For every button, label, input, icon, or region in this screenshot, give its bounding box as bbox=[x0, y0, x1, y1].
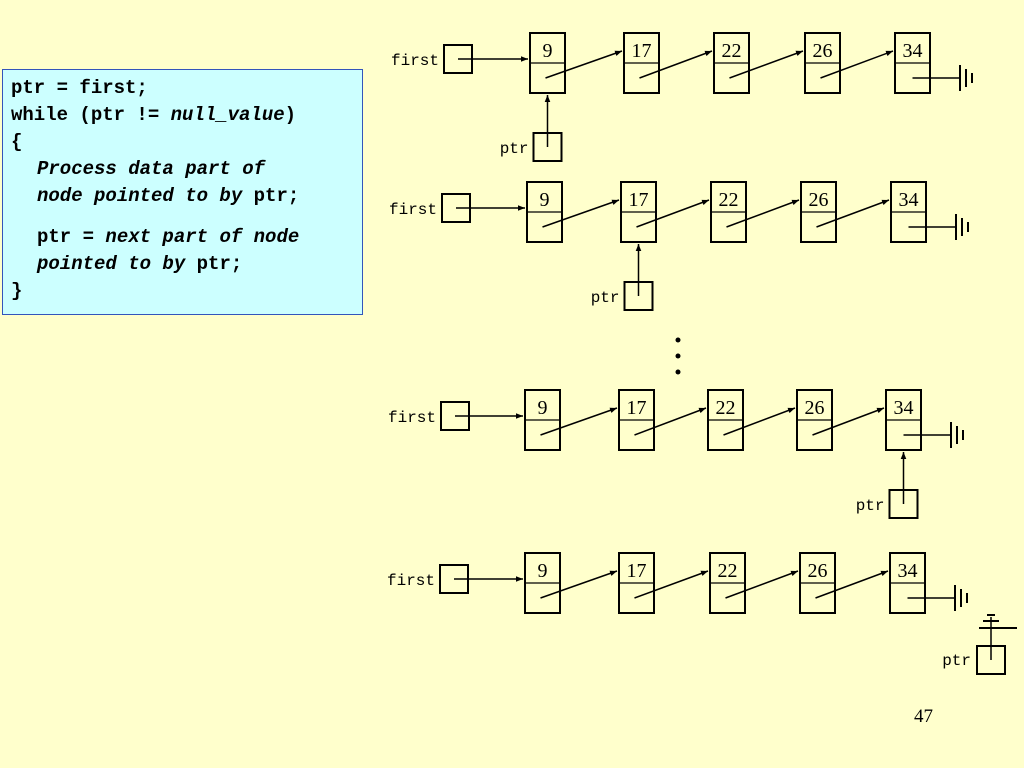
list-node: 26 bbox=[800, 181, 890, 243]
node-value: 9 bbox=[538, 397, 548, 419]
next-arrow bbox=[636, 199, 710, 228]
node-value: 26 bbox=[813, 40, 833, 62]
node-value: 9 bbox=[538, 560, 548, 582]
node-value: 34 bbox=[903, 40, 923, 62]
list-node: 34 bbox=[885, 389, 964, 451]
list-node: 9 bbox=[524, 552, 618, 614]
node-value: 17 bbox=[627, 560, 647, 582]
list-node: 22 bbox=[709, 552, 799, 614]
next-arrow bbox=[634, 407, 707, 436]
code-box: ptr = first; while (ptr != null_value) { Pr… bbox=[2, 69, 363, 315]
first-label: first bbox=[389, 201, 437, 219]
node-value: 22 bbox=[718, 560, 738, 582]
ptr-label: ptr bbox=[856, 497, 885, 515]
ptr-label: ptr bbox=[591, 289, 620, 307]
list-node: 17 bbox=[623, 32, 713, 94]
next-arrow bbox=[723, 407, 796, 436]
next-arrow bbox=[729, 50, 804, 79]
list-row-1: first 9 17 22 26 34 ptr bbox=[391, 32, 973, 162]
next-arrow bbox=[634, 570, 709, 599]
list-node: 26 bbox=[799, 552, 889, 614]
next-arrow bbox=[540, 407, 618, 436]
first-label: first bbox=[388, 409, 436, 427]
list-node: 26 bbox=[796, 389, 885, 451]
list-node: 17 bbox=[620, 181, 710, 243]
node-value: 26 bbox=[809, 189, 829, 211]
first-label: first bbox=[387, 572, 435, 590]
list-row-4: first 9 17 22 26 34 ptr bbox=[387, 552, 1017, 675]
node-value: 34 bbox=[898, 560, 918, 582]
node-value: 17 bbox=[629, 189, 649, 211]
ptr-label: ptr bbox=[500, 140, 529, 158]
list-node: 22 bbox=[710, 181, 800, 243]
node-value: 22 bbox=[722, 40, 742, 62]
node-value: 26 bbox=[805, 397, 825, 419]
node-value: 34 bbox=[899, 189, 919, 211]
ellipsis-text: ... bbox=[0, 0, 2, 1]
next-arrow bbox=[815, 570, 889, 599]
code-line-2: while (ptr != null_value) bbox=[11, 104, 297, 126]
code-line-4: Process data part of bbox=[37, 158, 266, 180]
list-node: 22 bbox=[707, 389, 796, 451]
next-arrow bbox=[725, 570, 799, 599]
list-node: 26 bbox=[804, 32, 894, 94]
next-arrow bbox=[540, 570, 618, 599]
ellipsis-dot bbox=[675, 353, 681, 359]
next-arrow bbox=[726, 199, 800, 228]
list-node: 34 bbox=[894, 32, 973, 94]
node-value: 22 bbox=[719, 189, 739, 211]
list-node: 34 bbox=[890, 181, 969, 243]
node-value: 9 bbox=[543, 40, 553, 62]
code-line-3: { bbox=[11, 131, 23, 153]
list-node: 17 bbox=[618, 552, 709, 614]
ptr-label: ptr bbox=[942, 652, 971, 670]
node-value: 34 bbox=[894, 397, 914, 419]
code-line-1: ptr = first; bbox=[11, 77, 148, 99]
next-arrow bbox=[545, 50, 623, 79]
code-line-8: } bbox=[11, 280, 23, 302]
next-arrow bbox=[816, 199, 890, 228]
node-value: 26 bbox=[808, 560, 828, 582]
page-number: 47 bbox=[914, 706, 933, 727]
list-node: 17 bbox=[618, 389, 707, 451]
list-node: 22 bbox=[713, 32, 804, 94]
next-arrow bbox=[542, 199, 620, 228]
list-node: 9 bbox=[524, 389, 618, 451]
ellipsis-dot bbox=[675, 369, 681, 375]
list-node: 9 bbox=[526, 181, 620, 243]
code-line-6: ptr = next part of node bbox=[37, 226, 300, 248]
node-value: 17 bbox=[632, 40, 652, 62]
node-value: 9 bbox=[540, 189, 550, 211]
next-arrow bbox=[812, 407, 885, 436]
list-node: 9 bbox=[529, 32, 623, 94]
ellipsis-dot bbox=[675, 337, 681, 343]
node-value: 17 bbox=[627, 397, 647, 419]
next-arrow bbox=[639, 50, 713, 79]
code-line-7: pointed to by ptr; bbox=[37, 253, 243, 275]
list-node: 34 bbox=[889, 552, 968, 614]
next-arrow bbox=[820, 50, 894, 79]
code-line-5: node pointed to by ptr; bbox=[37, 185, 300, 207]
list-row-2: first 9 17 22 26 34 ptr bbox=[389, 181, 969, 311]
node-value: 22 bbox=[716, 397, 736, 419]
first-label: first bbox=[391, 52, 439, 70]
list-row-3: first 9 17 22 26 34 ptr bbox=[388, 389, 964, 519]
